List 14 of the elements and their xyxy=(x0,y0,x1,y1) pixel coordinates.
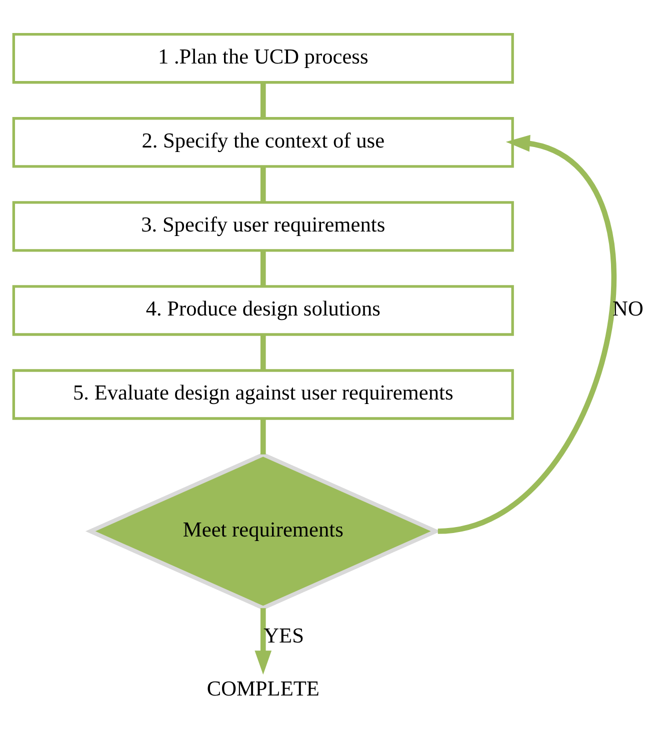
connector xyxy=(260,250,266,286)
node-box: 4. Produce design solutions xyxy=(12,285,514,336)
arrow xyxy=(254,608,272,675)
node-box: 2. Specify the context of use xyxy=(12,117,514,168)
arrow xyxy=(437,134,616,534)
node-diamond: Meet requirements xyxy=(85,452,441,610)
connector xyxy=(260,334,266,370)
node-box: 3. Specify user requirements xyxy=(12,201,514,252)
connector xyxy=(260,418,266,454)
node-box: 1 .Plan the UCD process xyxy=(12,33,514,84)
node-box: 5. Evaluate design against user requirements xyxy=(12,369,514,420)
connector xyxy=(260,82,266,118)
connector xyxy=(260,166,266,202)
node-text: COMPLETE xyxy=(206,676,320,701)
